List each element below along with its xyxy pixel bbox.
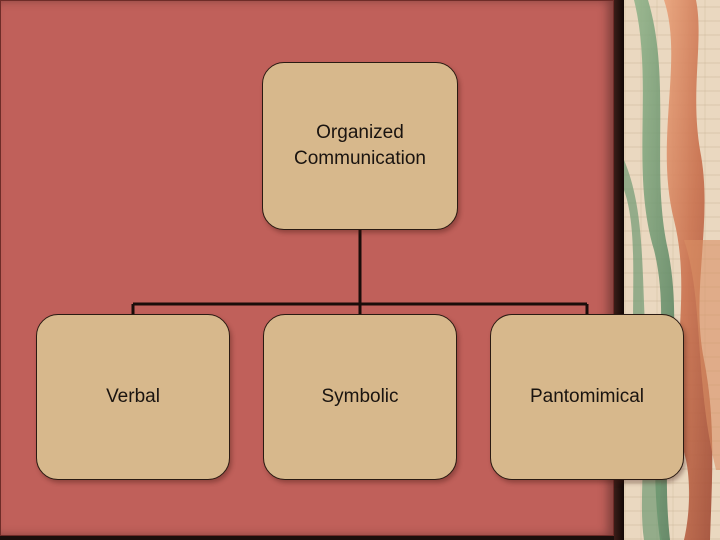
root-node-organized-communication: Organized Communication bbox=[262, 62, 458, 230]
verbal-node-label: Verbal bbox=[106, 386, 160, 407]
panel-shadow-edge bbox=[614, 0, 624, 540]
child-node-verbal: Verbal bbox=[36, 314, 230, 480]
child-node-symbolic: Symbolic bbox=[263, 314, 457, 480]
root-node-label: Organized Communication bbox=[294, 122, 426, 169]
child-node-pantomimical: Pantomimical bbox=[490, 314, 684, 480]
symbolic-node-label: Symbolic bbox=[321, 386, 399, 407]
pantomimical-node-label: Pantomimical bbox=[529, 386, 645, 407]
